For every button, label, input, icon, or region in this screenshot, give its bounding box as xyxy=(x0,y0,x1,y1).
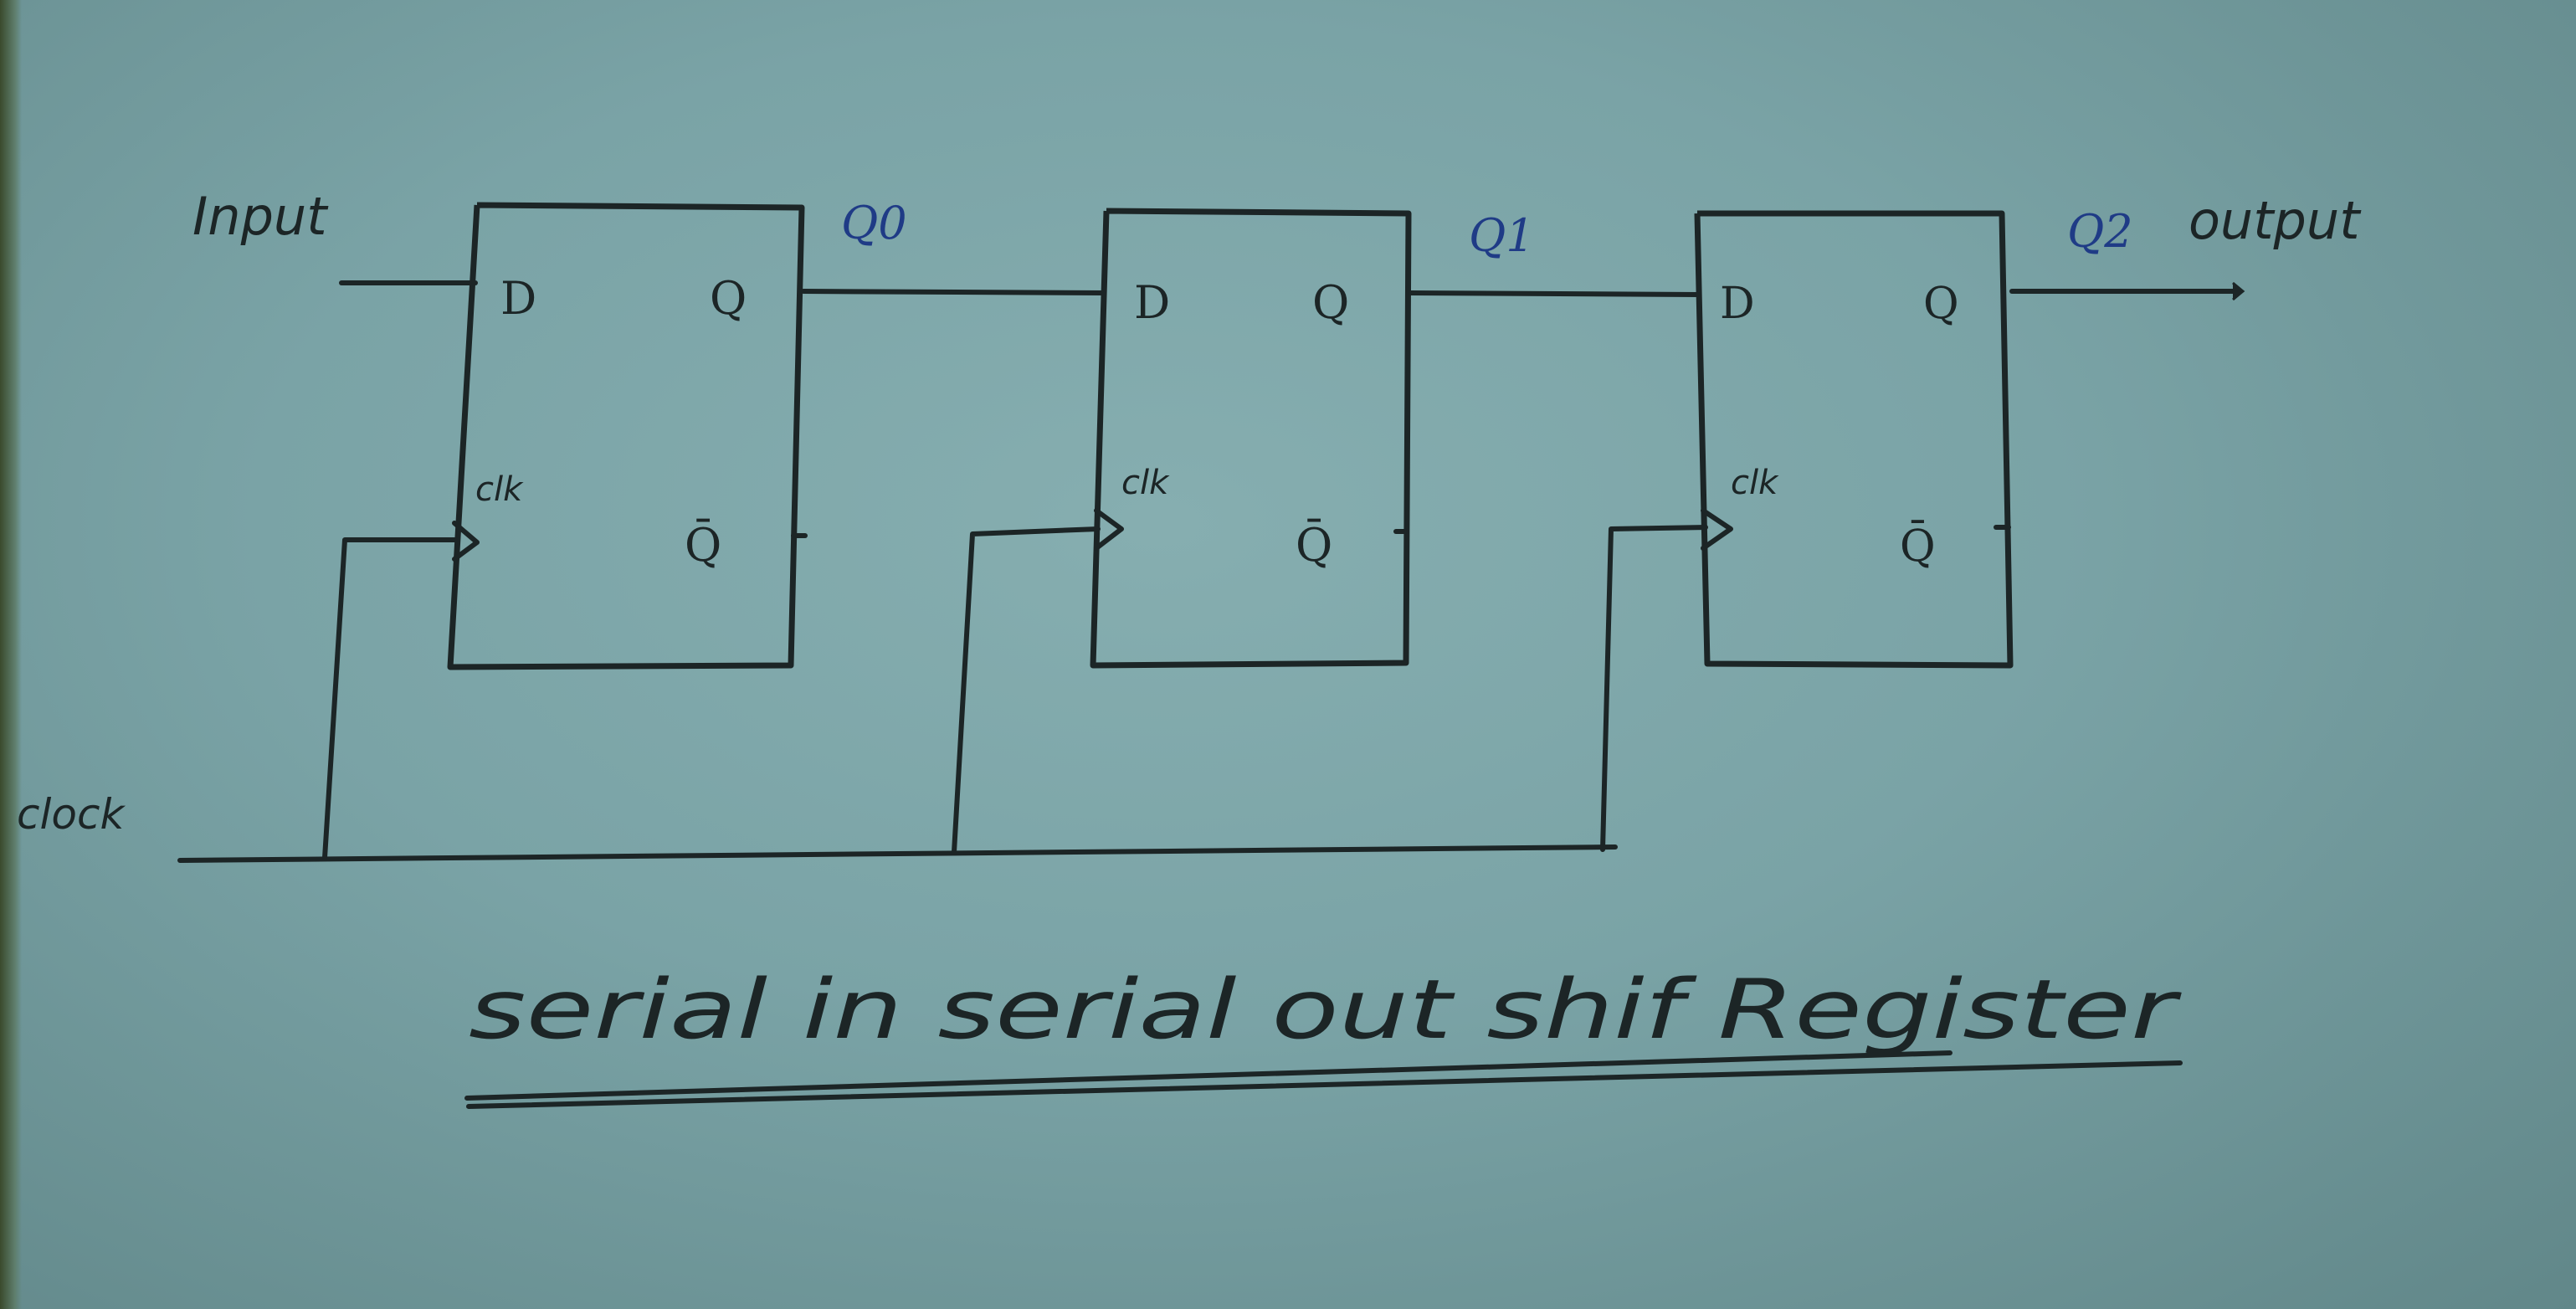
clock-wire-ff1 xyxy=(322,537,459,860)
flip-flop-1-d-label: D xyxy=(500,272,536,325)
flip-flop-1-clk-label: clk xyxy=(475,470,524,509)
q1-to-d2-wire xyxy=(1409,290,1701,297)
flip-flop-2-q-label: Q xyxy=(1312,276,1349,329)
diagram-title: serial in serial out shif Register xyxy=(469,963,2183,1058)
flip-flop-3-qbar-label: Q̄ xyxy=(1900,521,1936,572)
flip-flop-3-d-label: D xyxy=(1720,279,1755,329)
clock-wire-ff3 xyxy=(1600,525,1708,852)
flip-flop-2-clock-triangle xyxy=(1094,508,1124,551)
input-label: Input xyxy=(192,186,329,247)
flip-flop-1-q-label: Q xyxy=(710,272,747,325)
flip-flop-1: D Q clk Q̄ xyxy=(447,202,808,670)
output-label: output xyxy=(2189,190,2362,251)
q1-output-label: Q1 xyxy=(1469,209,1535,262)
clock-bus-wire xyxy=(177,844,1618,863)
flip-flop-2-clk-label: clk xyxy=(1121,464,1170,502)
flip-flop-3-clock-triangle xyxy=(1701,508,1733,551)
output-arrow-icon xyxy=(2232,281,2245,301)
title-underline-top xyxy=(464,1050,1953,1101)
q0-to-d1-wire xyxy=(801,289,1106,295)
clock-label: clock xyxy=(17,790,126,839)
flip-flop-2-d-label: D xyxy=(1134,276,1170,329)
flip-flop-3-clk-label: clk xyxy=(1731,464,1779,502)
flip-flop-2-qbar-label: Q̄ xyxy=(1296,518,1332,572)
flip-flop-3-q-label: Q xyxy=(1923,279,1959,329)
q2-output-label: Q2 xyxy=(2067,205,2133,258)
flip-flop-1-qbar-label: Q̄ xyxy=(685,518,721,572)
title-underline-bottom xyxy=(466,1060,2183,1109)
flip-flop-1-box xyxy=(447,202,805,670)
flip-flop-2: D Q clk Q̄ xyxy=(1090,208,1412,669)
flip-flop-1-clock-triangle xyxy=(452,521,480,562)
clock-wire-ff2 xyxy=(952,526,1101,855)
paper-edge-shadow xyxy=(0,0,22,1309)
q0-output-label: Q0 xyxy=(841,197,907,249)
flip-flop-3: D Q clk Q̄ xyxy=(1694,210,2014,669)
